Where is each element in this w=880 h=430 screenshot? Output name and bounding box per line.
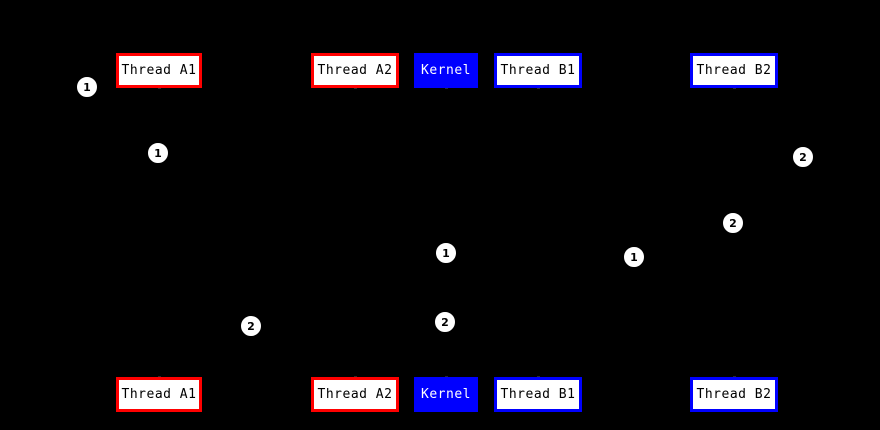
message-arrow-2: [159, 253, 446, 254]
step-bullet-4: 1: [435, 242, 457, 264]
step-bullet-1: 1: [76, 76, 98, 98]
participant-box-thread-b2-bottom[interactable]: Thread B2: [690, 377, 778, 412]
step-bullet-7: 2: [722, 212, 744, 234]
participant-box-kernel-bottom[interactable]: Kernel: [414, 377, 478, 412]
participant-label: Kernel: [421, 387, 471, 402]
message-arrow-3: [355, 253, 446, 254]
participant-label: Thread B1: [500, 63, 576, 78]
step-bullet-label: 2: [441, 315, 449, 329]
step-bullet-label: 1: [442, 246, 450, 260]
step-bullet-label: 1: [83, 80, 91, 94]
lifeline-anchor-thread-a1-top: [158, 87, 161, 89]
step-bullet-5: 2: [434, 311, 456, 333]
lifeline-anchor-thread-a2-top: [354, 87, 357, 89]
lifeline-thread-a2: [355, 88, 356, 377]
participant-label: Thread B2: [696, 63, 772, 78]
step-bullet-3: 2: [240, 315, 262, 337]
message-arrow-1: [159, 140, 355, 141]
lifeline-kernel: [446, 88, 447, 377]
message-arrow-6: [446, 322, 734, 323]
participant-box-thread-b1-bottom[interactable]: Thread B1: [494, 377, 582, 412]
lifeline-thread-b1: [538, 88, 539, 377]
lifeline-anchor-thread-b2-top: [733, 87, 736, 89]
step-bullet-2: 1: [147, 142, 169, 164]
participant-box-thread-a2-bottom[interactable]: Thread A2: [311, 377, 399, 412]
step-bullet-label: 2: [247, 319, 255, 333]
participant-box-thread-b2-top[interactable]: Thread B2: [690, 53, 778, 88]
step-bullet-label: 2: [729, 216, 737, 230]
participant-box-thread-a1-top[interactable]: Thread A1: [116, 53, 202, 88]
participant-label: Thread B2: [696, 387, 772, 402]
participant-label: Thread A2: [317, 387, 393, 402]
participant-box-thread-a1-bottom[interactable]: Thread A1: [116, 377, 202, 412]
step-bullet-label: 1: [154, 146, 162, 160]
participant-label: Thread A1: [121, 63, 197, 78]
lifeline-thread-a1: [159, 88, 160, 377]
step-bullet-label: 1: [630, 250, 638, 264]
participant-box-thread-b1-top[interactable]: Thread B1: [494, 53, 582, 88]
participant-box-thread-a2-top[interactable]: Thread A2: [311, 53, 399, 88]
lifeline-anchor-thread-b1-top: [537, 87, 540, 89]
message-arrow-4: [446, 253, 538, 254]
step-bullet-6: 1: [623, 246, 645, 268]
participant-box-kernel-top[interactable]: Kernel: [414, 53, 478, 88]
participant-label: Kernel: [421, 63, 471, 78]
step-bullet-label: 2: [799, 150, 807, 164]
participant-label: Thread A2: [317, 63, 393, 78]
participant-label: Thread A1: [121, 387, 197, 402]
participant-label: Thread B1: [500, 387, 576, 402]
step-bullet-8: 2: [792, 146, 814, 168]
message-arrow-5: [538, 223, 734, 224]
lifeline-anchor-kernel-top: [445, 87, 448, 89]
